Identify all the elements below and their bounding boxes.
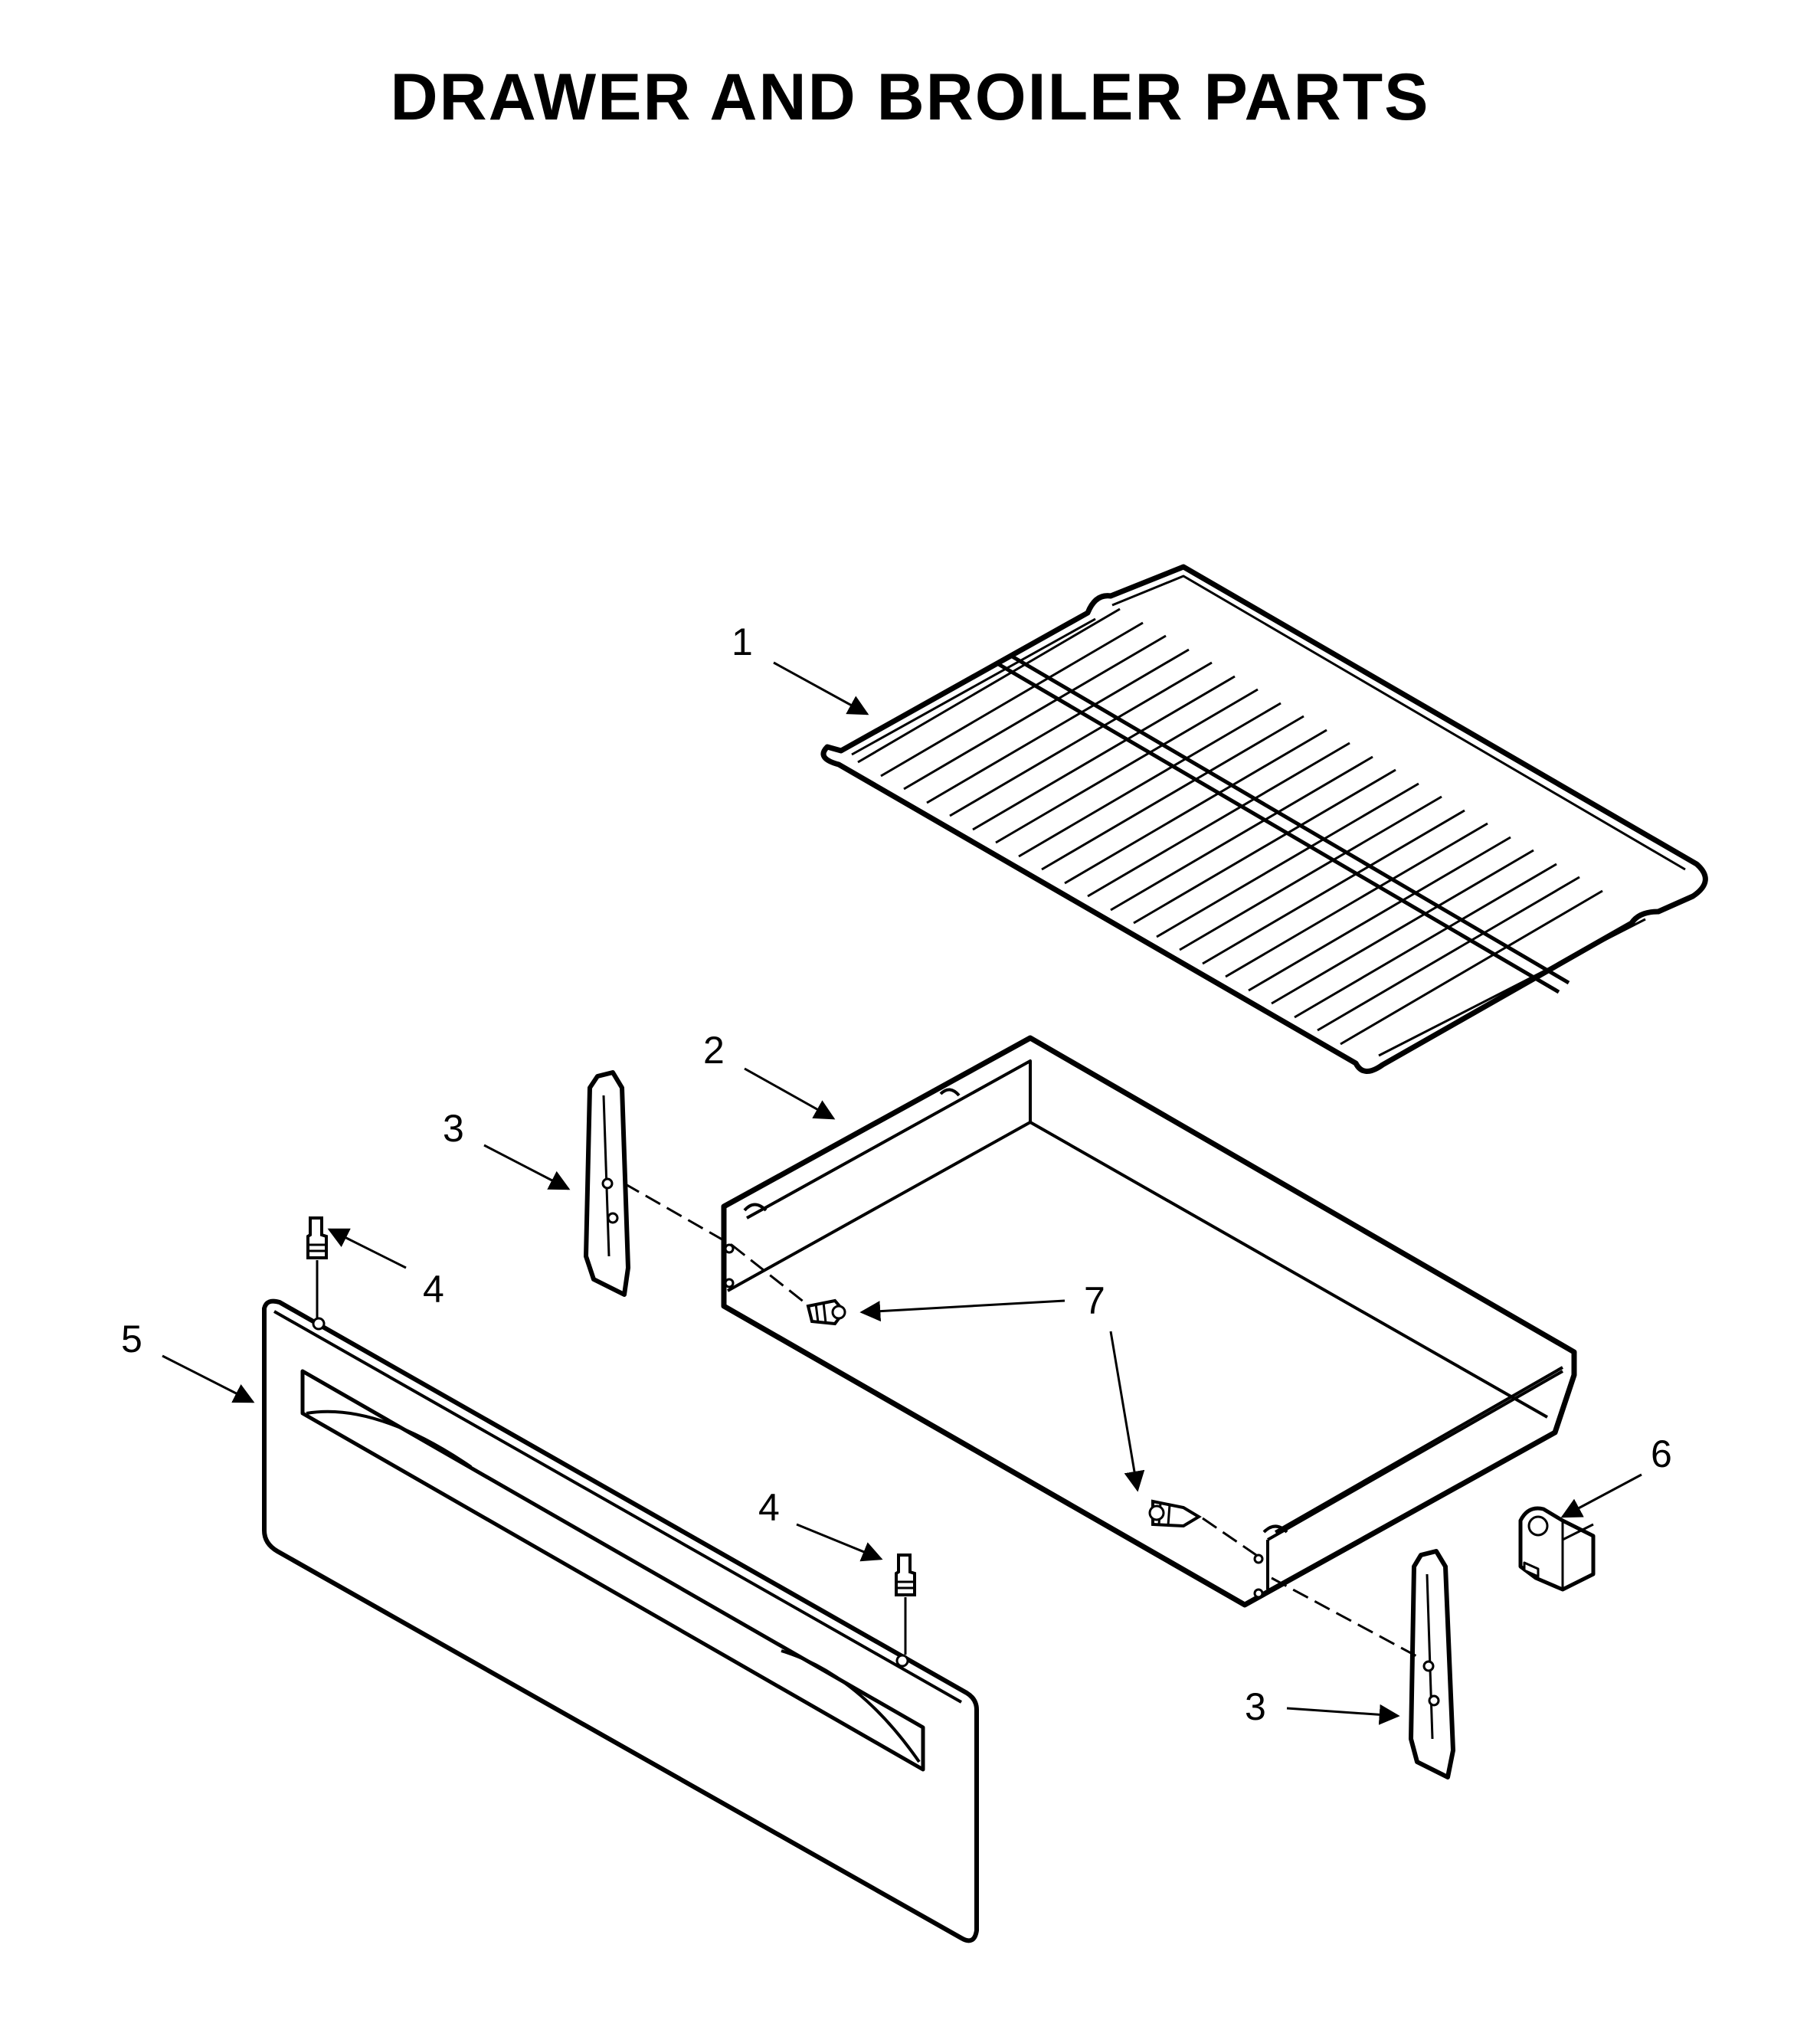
shoulder-screw-lower-part[interactable]	[895, 1554, 916, 1655]
diagram-title: DRAWER AND BROILER PARTS	[390, 61, 1430, 134]
drawer-slide-left-part[interactable]	[584, 1070, 630, 1297]
drawer-slide-right-part[interactable]	[1409, 1549, 1455, 1779]
callout-6: 6	[1651, 1432, 1672, 1475]
callout-3-left: 3	[443, 1107, 464, 1150]
drawer-screw-upper-part[interactable]	[806, 1298, 846, 1326]
callout-labels: 1 2 3 4 5 4 7 6 3	[121, 620, 1672, 1728]
callout-7: 7	[1084, 1279, 1105, 1322]
rack-wires	[857, 607, 1603, 1046]
callout-2: 2	[703, 1029, 725, 1072]
broiler-drawer-part[interactable]	[721, 1035, 1577, 1608]
leader-arrows	[162, 661, 1642, 1725]
callout-5: 5	[121, 1318, 142, 1360]
callout-1: 1	[732, 620, 753, 663]
callout-3-right: 3	[1245, 1685, 1266, 1728]
callout-4-upper: 4	[423, 1268, 444, 1311]
shoulder-screw-upper-part[interactable]	[306, 1216, 328, 1318]
callout-4-lower: 4	[758, 1486, 780, 1529]
oven-rack-part[interactable]	[820, 564, 1708, 1074]
igniter-control-part[interactable]	[1518, 1506, 1596, 1592]
assembly-lines	[624, 1182, 1422, 1660]
drawer-screw-lower-part[interactable]	[1148, 1499, 1202, 1528]
drawer-front-panel-part[interactable]	[262, 1298, 979, 1943]
